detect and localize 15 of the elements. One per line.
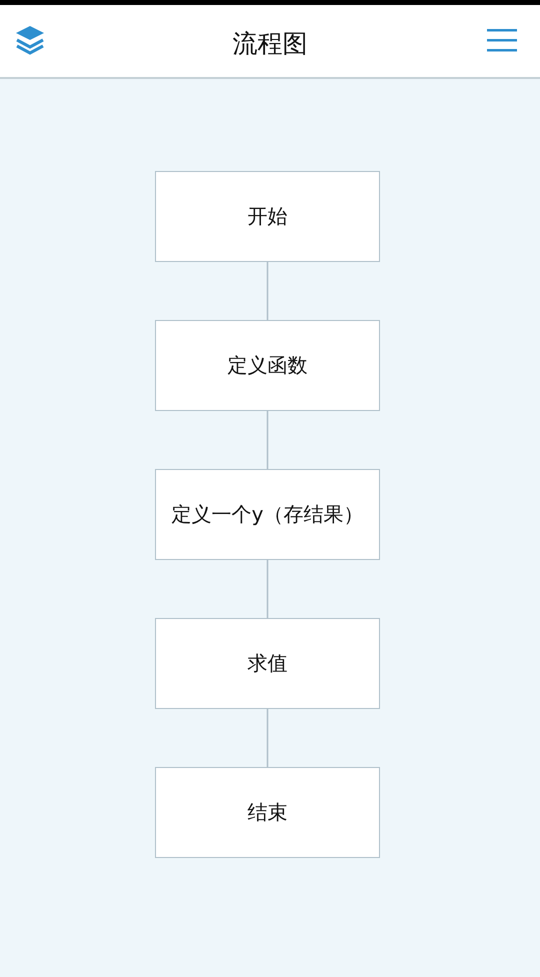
step-label: 结束 (248, 799, 288, 826)
screen-title: 流程图 (232, 28, 308, 60)
step-label: 定义一个y（存结果） (172, 501, 364, 528)
process-box (155, 320, 380, 411)
step-label: 求值 (248, 650, 288, 677)
connector-line (266, 411, 268, 469)
connector-line (266, 262, 268, 320)
process-box (155, 618, 380, 709)
connector-line (266, 709, 268, 767)
step-label: 开始 (248, 203, 288, 230)
process-box (155, 767, 380, 858)
connector-line (266, 560, 268, 618)
step-label: 定义函数 (228, 352, 308, 379)
process-box (155, 469, 380, 560)
process-box (155, 171, 380, 262)
